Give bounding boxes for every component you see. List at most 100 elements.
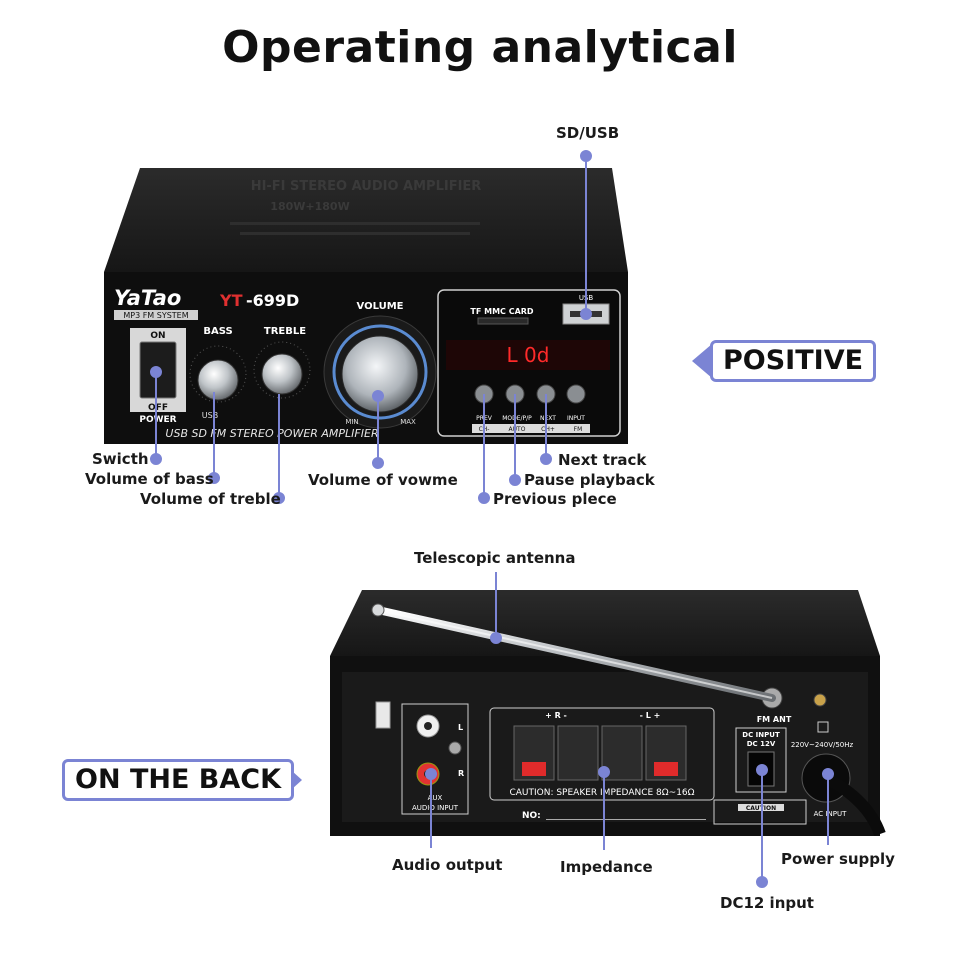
fm-ant-screw xyxy=(813,693,827,707)
label-volume: Volume of vowme xyxy=(308,471,458,489)
serial-no-label: NO: xyxy=(522,811,541,821)
ground-screw xyxy=(448,741,462,755)
label-prev: Previous plece xyxy=(493,490,617,508)
ac-power-cord xyxy=(823,772,886,837)
max-label: MAX xyxy=(400,418,416,426)
dc-input-label-1: DC INPUT xyxy=(742,731,780,739)
aux-l-label: L xyxy=(458,723,463,732)
label-pause: Pause playback xyxy=(524,471,655,489)
brand-sub-bg xyxy=(114,310,198,320)
display-window xyxy=(446,340,610,370)
front-top-text1: HI-FI STEREO AUDIO AMPLIFIER xyxy=(251,179,482,194)
ac-voltage-label: 220V~240V/50Hz xyxy=(791,741,854,749)
positive-callout: POSITIVE xyxy=(710,340,877,382)
dc-input-label-2: DC 12V xyxy=(747,740,776,748)
leader-dot xyxy=(150,453,162,465)
fm-ant-label: FM ANT xyxy=(757,715,792,724)
back-top-panel xyxy=(330,590,880,656)
front-bottom-strip: USB SD FM STEREO POWER AMPLIFIER xyxy=(165,427,378,440)
bass-label: BASS xyxy=(203,326,232,337)
leader-dot xyxy=(150,366,162,378)
front-top-panel xyxy=(104,168,628,272)
bass-knob[interactable] xyxy=(197,359,239,401)
brand-sub: MP3 FM SYSTEM xyxy=(123,311,188,320)
volume-label: VOLUME xyxy=(357,301,404,312)
positive-pointer-icon xyxy=(692,344,712,378)
tf-slot[interactable] xyxy=(477,317,529,325)
leader-dot xyxy=(425,768,437,780)
caution-speaker-label: CAUTION: SPEAKER IMPEDANCE 8Ω~16Ω xyxy=(509,788,694,798)
antenna-tip xyxy=(371,603,385,617)
leader-dot xyxy=(478,492,490,504)
serial-no-line xyxy=(546,819,706,820)
sub-auto: AUTO xyxy=(509,426,526,433)
label-antenna: Telescopic antenna xyxy=(414,549,576,567)
front-top-line xyxy=(230,222,480,225)
leader-dot xyxy=(208,472,220,484)
fuse-holder xyxy=(375,701,391,729)
label-bass: Volume of bass xyxy=(85,470,214,488)
speaker-l-label: - L + xyxy=(640,711,661,720)
front-device: HI-FI STEREO AUDIO AMPLIFIER 180W+180W Y… xyxy=(104,168,628,444)
leader-dot xyxy=(756,876,768,888)
aux-label-1: AUX xyxy=(428,794,443,802)
brand-logo: YaTao xyxy=(114,286,181,310)
aux-label-2: AUDIO INPUT xyxy=(412,804,459,812)
leader-dot xyxy=(372,390,384,402)
speaker-block xyxy=(489,707,715,801)
leader-dot xyxy=(509,474,521,486)
model-suffix: -699D xyxy=(246,291,299,310)
aux-r-label: R xyxy=(458,769,464,778)
treble-scale xyxy=(253,341,311,399)
label-audio-output: Audio output xyxy=(392,856,503,874)
model-prefix: YT xyxy=(219,291,243,310)
off-label: OFF xyxy=(148,403,168,413)
leader-dot xyxy=(372,457,384,469)
leader-dot xyxy=(490,632,502,644)
leader-dot xyxy=(580,150,592,162)
mode-label: MODE/P/P xyxy=(502,415,532,422)
on-label: ON xyxy=(150,331,165,341)
usb-small-label: USB xyxy=(202,411,218,420)
power-label: POWER xyxy=(139,415,176,425)
input-label: INPUT xyxy=(567,415,585,422)
treble-label: TREBLE xyxy=(264,326,306,337)
label-power: Power supply xyxy=(781,850,895,868)
aux-block xyxy=(401,703,469,815)
leader-dot xyxy=(822,768,834,780)
sub-fm: FM xyxy=(574,426,583,433)
input-button[interactable] xyxy=(566,384,586,404)
label-next: Next track xyxy=(558,451,647,469)
min-label: MIN xyxy=(345,418,358,426)
ac-input-label: AC INPUT xyxy=(814,810,847,818)
page-title: Operating analytical xyxy=(222,22,738,73)
sub-ch-plus: CH+ xyxy=(541,426,555,433)
leader-dot xyxy=(273,492,285,504)
speaker-r-label: + R - xyxy=(545,711,567,720)
aux-jack-white-center xyxy=(424,722,432,730)
leader-dot xyxy=(598,766,610,778)
double-insulation-icon xyxy=(817,721,829,733)
label-dc12: DC12 input xyxy=(720,894,814,912)
antenna-highlight xyxy=(377,609,773,699)
led-display: L 0d xyxy=(507,343,550,367)
tf-label: TF MMC CARD xyxy=(470,307,534,316)
treble-knob[interactable] xyxy=(261,353,303,395)
label-switch: Swicth xyxy=(92,450,149,468)
front-top-line xyxy=(240,232,470,235)
bass-scale xyxy=(189,345,247,403)
leader-lines xyxy=(150,150,834,888)
front-top-text2: 180W+180W xyxy=(270,200,349,213)
leader-dot xyxy=(756,764,768,776)
speaker-tab-red xyxy=(654,762,678,776)
label-treble: Volume of treble xyxy=(140,490,281,508)
volume-knob[interactable] xyxy=(341,335,419,413)
leader-dot xyxy=(540,453,552,465)
label-sd-usb: SD/USB xyxy=(556,124,620,142)
speaker-terminal-r-minus[interactable] xyxy=(557,725,599,781)
speaker-tab-red xyxy=(522,762,546,776)
next-label: NEXT xyxy=(540,415,556,422)
back-callout: ON THE BACK xyxy=(62,759,295,801)
volume-glow xyxy=(332,324,428,420)
